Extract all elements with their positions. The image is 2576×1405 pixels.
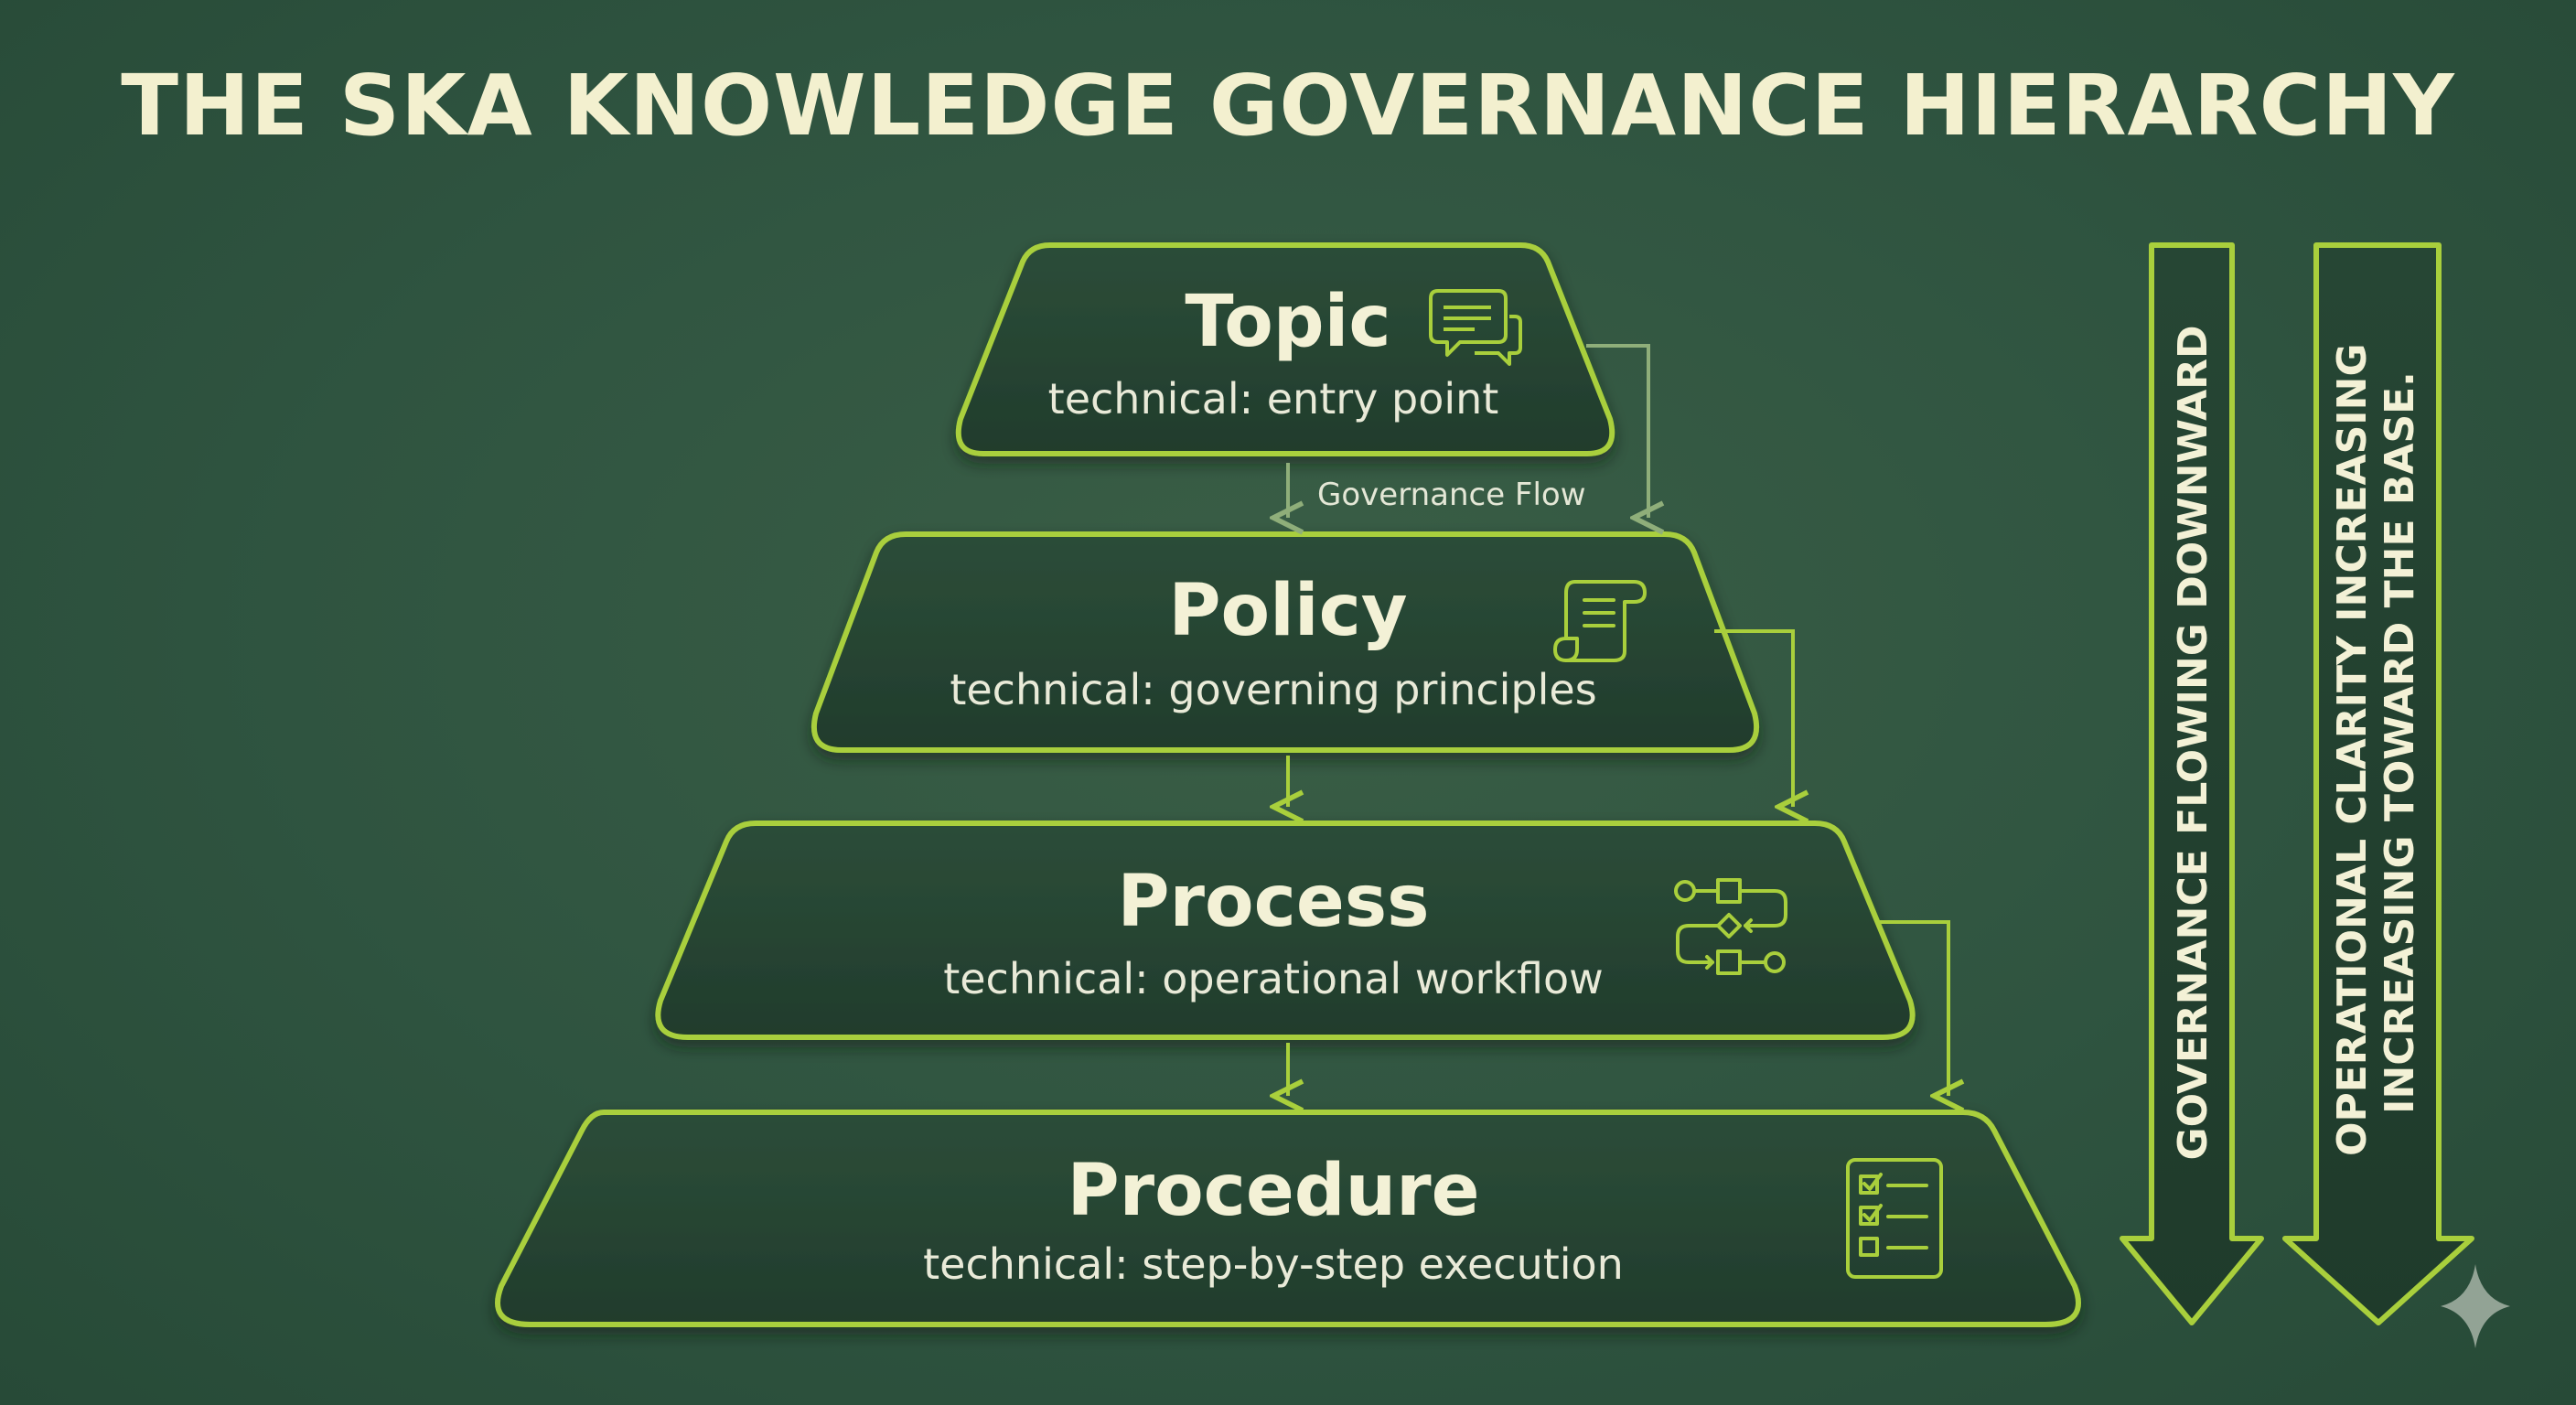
workflow-flowchart-icon bbox=[1674, 878, 1787, 975]
side-arrow-governance-shape bbox=[2120, 242, 2264, 1325]
side-arrow-clarity-shape bbox=[2282, 242, 2474, 1325]
tier-topic-title: Topic bbox=[1185, 281, 1390, 363]
tier-process-title: Process bbox=[1117, 861, 1429, 943]
side-arrow-governance-text: GOVERNANCE FLOWING DOWNWARD bbox=[2170, 325, 2216, 1160]
governance-flow-connectors bbox=[1288, 344, 1948, 1096]
tier-policy-subtitle: technical: governing principles bbox=[950, 665, 1596, 714]
tier-policy: Policy technical: governing principles bbox=[810, 531, 1760, 753]
page-title: THE SKA KNOWLEDGE GOVERNANCE HIERARCHY bbox=[121, 57, 2455, 155]
governance-flow-label: Governance Flow bbox=[1317, 477, 1586, 513]
tier-procedure-title: Procedure bbox=[1067, 1150, 1479, 1232]
side-arrow-clarity-text-line2: INCREASING TOWARD THE BASE. bbox=[2377, 371, 2423, 1114]
speech-bubbles-icon bbox=[1429, 289, 1522, 366]
tier-topic: Topic technical: entry point bbox=[955, 242, 1615, 456]
tier-topic-subtitle: technical: entry point bbox=[1048, 374, 1499, 424]
tier-topic-shape bbox=[955, 242, 1615, 456]
checklist-icon bbox=[1846, 1158, 1943, 1279]
svg-text:GOVERNANCE FLOWING DOWNWARD: GOVERNANCE FLOWING DOWNWARD bbox=[2170, 325, 2216, 1160]
tier-policy-shape bbox=[810, 531, 1760, 753]
side-arrow-clarity: OPERATIONAL CLARITY INCREASING INCREASIN… bbox=[2282, 242, 2474, 1325]
connector-process-procedure-side bbox=[1875, 920, 1948, 1096]
side-arrow-governance: GOVERNANCE FLOWING DOWNWARD bbox=[2120, 242, 2264, 1325]
scroll-document-icon bbox=[1553, 580, 1647, 662]
connector-topic-policy-side bbox=[1586, 344, 1648, 518]
connector-policy-process-side bbox=[1714, 629, 1793, 807]
tier-policy-title: Policy bbox=[1168, 570, 1407, 652]
tier-procedure: Procedure technical: step-by-step execut… bbox=[495, 1110, 2081, 1327]
tier-process-shape bbox=[655, 820, 1916, 1040]
side-arrow-clarity-text-line1: OPERATIONAL CLARITY INCREASING bbox=[2329, 343, 2376, 1156]
tier-process: Process technical: operational workflow bbox=[655, 820, 1916, 1040]
tier-procedure-shape bbox=[495, 1110, 2081, 1327]
tier-process-subtitle: technical: operational workflow bbox=[943, 954, 1604, 1003]
sparkle-icon bbox=[2441, 1264, 2510, 1348]
svg-text:OPERATIONAL CLARITY INCREASING: OPERATIONAL CLARITY INCREASING INCREASIN… bbox=[2329, 329, 2423, 1156]
tier-procedure-subtitle: technical: step-by-step execution bbox=[923, 1239, 1624, 1289]
